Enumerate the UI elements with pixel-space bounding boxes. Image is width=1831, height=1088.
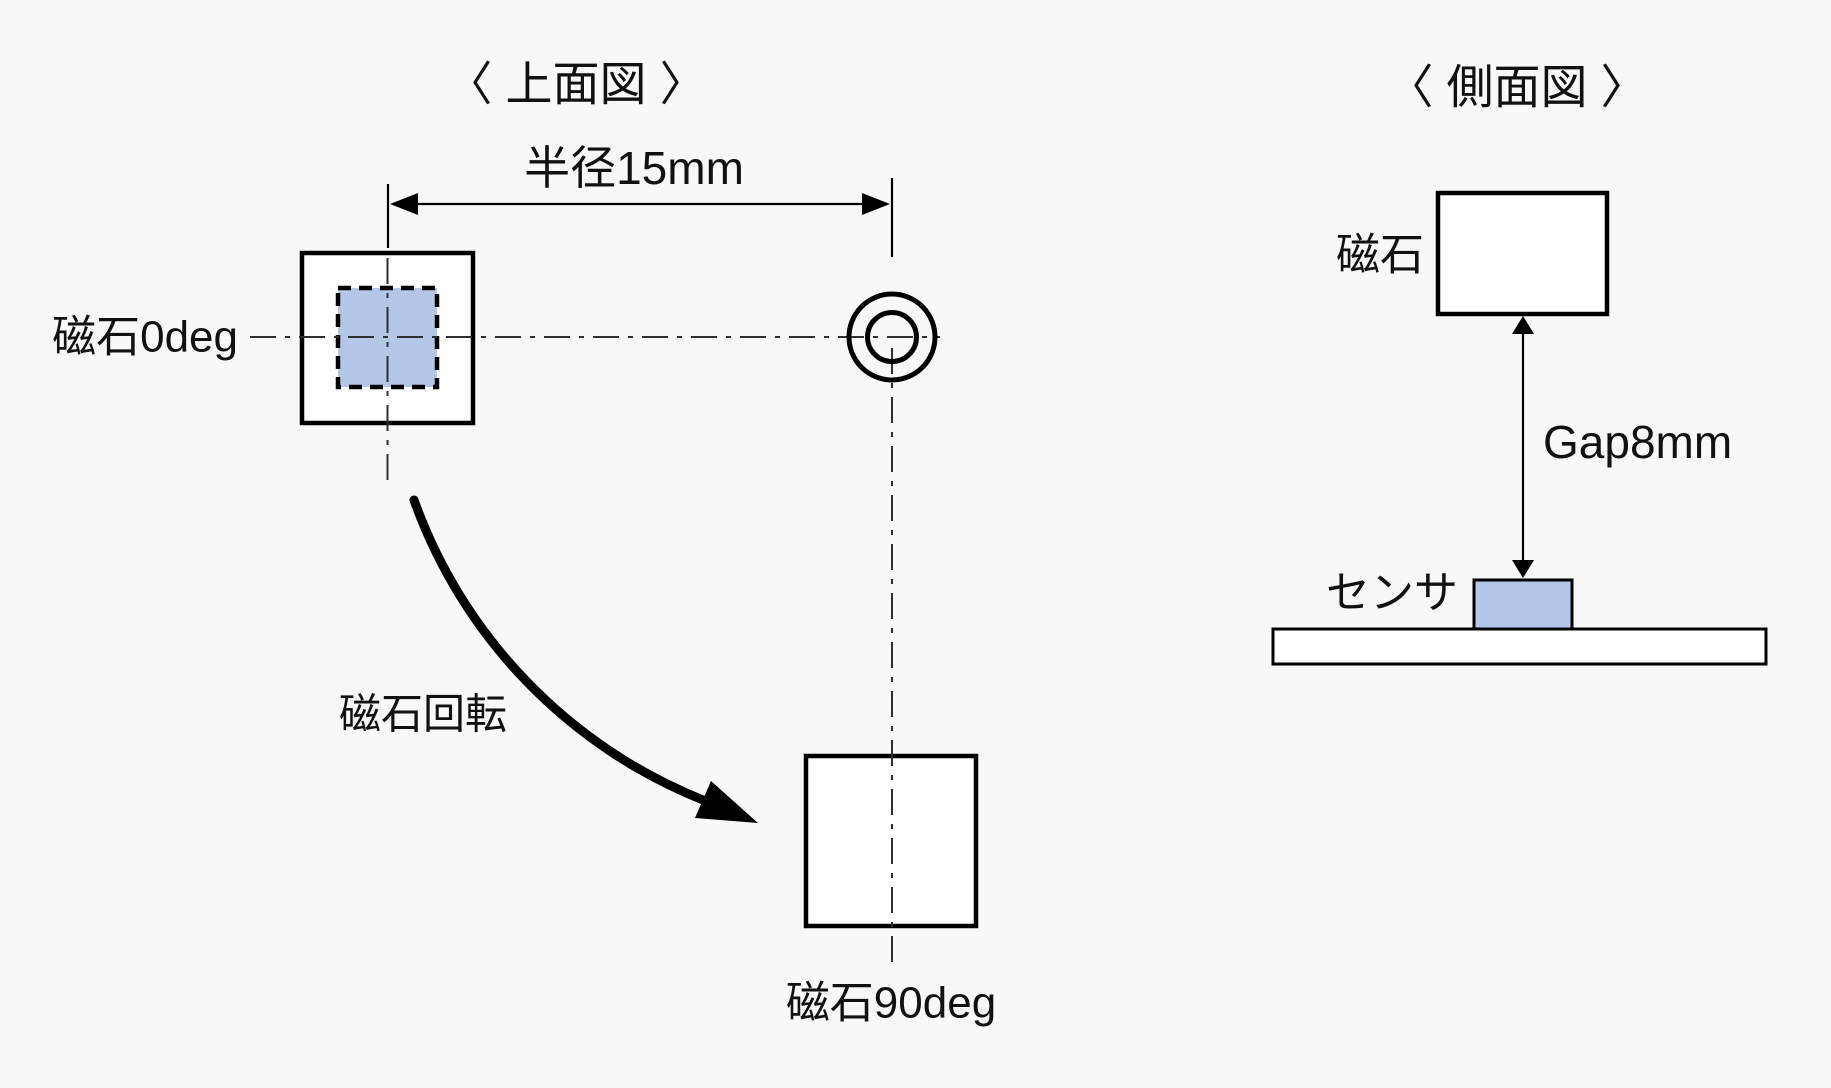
- rotation-arrow-arc: [409, 495, 708, 805]
- gap-dimension-label: Gap8mm: [1543, 416, 1732, 468]
- side-magnet-label: 磁石: [1336, 231, 1424, 280]
- radius-arrowhead-right-icon: [862, 193, 890, 215]
- side-view-title: 〈 側面図 〉: [1386, 61, 1647, 114]
- magnet-0deg-label: 磁石0deg: [52, 313, 238, 362]
- side-magnet: [1435, 190, 1610, 317]
- radius-arrowhead-left-icon: [390, 193, 418, 215]
- magnet-90deg-label: 磁石90deg: [786, 979, 996, 1028]
- side-sensor: [1472, 578, 1574, 631]
- gap-arrowhead-bottom-icon: [1512, 560, 1534, 578]
- side-sensor-label: センサ: [1326, 569, 1458, 618]
- gap-arrowhead-top-icon: [1512, 316, 1534, 334]
- top-view-title: 〈 上面図 〉: [445, 58, 706, 111]
- radius-dimension-label: 半径15mm: [524, 142, 744, 194]
- rotation-axis-inner-circle: [865, 310, 919, 364]
- side-board: [1271, 627, 1768, 666]
- rotation-arrow-label: 磁石回転: [339, 691, 507, 738]
- rotation-arrowhead-icon: [695, 781, 758, 823]
- rotation-axis-outer-circle: [846, 291, 938, 383]
